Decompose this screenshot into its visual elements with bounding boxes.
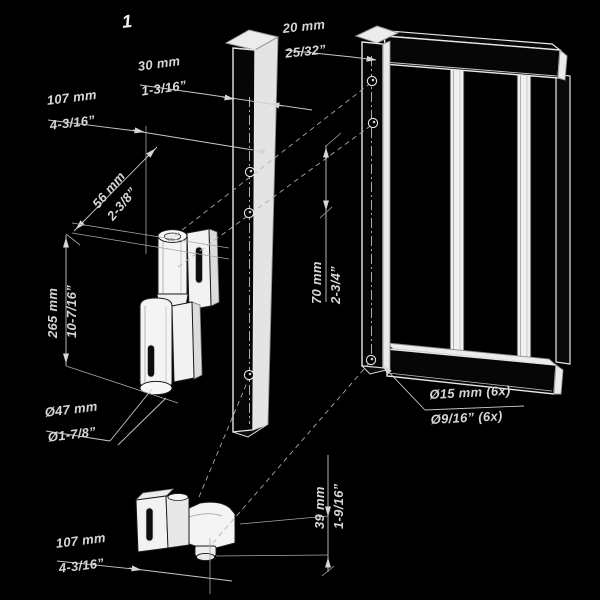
bolt-hole [365,354,377,366]
dim-label-hinge-height: 265 mm 10-7/16” [45,285,79,338]
gate-frame [354,25,571,395]
gate-stile [354,25,400,375]
figure-number: 1 [121,10,134,32]
dim-label-hinge-reach-bottom: 107 mm 4-3/16” [55,530,109,576]
brand-label-lower [145,507,154,542]
dim-inch: 1-9/16” [331,483,346,529]
dimension-lines [45,49,525,594]
gate-bar-1 [449,61,465,358]
dim-mm: 265 mm [45,287,60,338]
gate-bottom-rail [385,342,564,395]
dim-inch: 2-3/4” [328,266,343,304]
gate-top-rail [374,29,568,81]
dim-mm: 20 mm [281,16,326,36]
hinge-lower [134,488,236,562]
dim-label-rail-offset: 20 mm 25/32” [281,16,328,61]
gate-bar-right [555,73,571,365]
dim-label-hole-spacing: 70 mm 2-3/4” [309,261,343,304]
dim-mm: 70 mm [309,261,324,304]
dim-mm: Ø15 mm (6x) [428,382,511,402]
bolt-hole [243,369,255,381]
bolt-hole [244,166,256,178]
bolt-hole [243,207,255,219]
alignment-lines [167,81,374,544]
brand-label-cylinder [147,344,155,378]
dim-label-hole-diameter: Ø15 mm (6x) Ø9/16” (6x) [428,382,512,427]
dim-label-post-width: 30 mm 1-3/16” [137,53,188,99]
dim-label-bottom-offset: 39 mm 1-9/16” [312,483,346,529]
brand-label-plate [195,246,203,284]
bolt-hole [367,117,379,129]
bolt-holes [243,75,379,381]
dim-label-hinge-diameter: Ø47 mm Ø1-7/8” [44,399,101,445]
dim-label-hinge-reach-top: 107 mm 4-3/16” [46,87,100,133]
dim-mm: 39 mm [312,486,327,529]
gate-bar-2 [516,67,532,366]
mounting-post [224,29,280,438]
hinge-upper [139,228,220,396]
bolt-hole [366,75,378,87]
dim-inch: 10-7/16” [64,285,79,338]
